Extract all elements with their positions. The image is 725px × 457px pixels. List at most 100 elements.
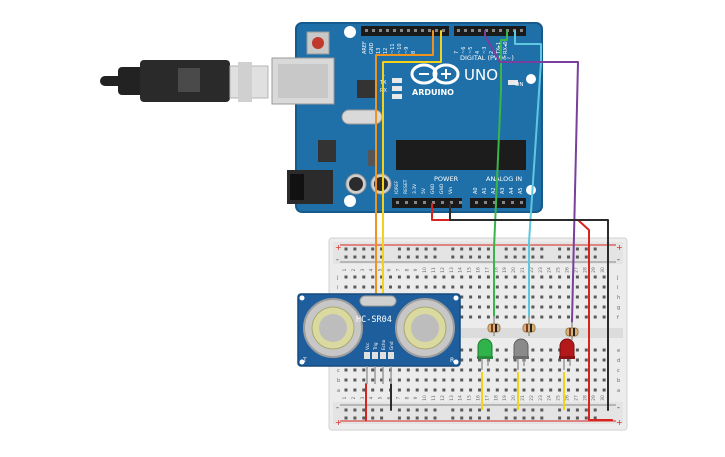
row-letter: e [617,348,620,354]
column-number: 8 [404,396,410,399]
column-number: 26 [565,395,571,401]
column-number: 29 [591,395,597,401]
wire-cyan-led [514,30,542,317]
arduino-uno-board: ARDUINO UNO DIGITAL (PWM~) ANALOG IN POW… [271,22,543,213]
column-number: 1 [342,268,348,271]
column-number: 6 [387,396,393,399]
digital-pin-label: 7 [454,51,460,54]
column-number: 20 [511,267,517,273]
column-number: 1 [342,396,348,399]
column-number: 27 [573,267,579,273]
analog-header [470,198,526,208]
digital-pin-label: GND [369,42,375,54]
column-number: 3 [360,268,366,271]
row-letter: j [616,275,618,281]
rail-minus-top-left: - [336,255,339,264]
column-number: 13 [449,267,455,273]
column-number: 5 [378,396,384,399]
power-header [392,198,462,208]
column-number: 22 [529,267,535,273]
rail-minus-top-right: - [617,255,620,264]
column-number: 29 [591,267,597,273]
column-number: 28 [582,267,588,273]
digital-pin-label: 2 [489,51,495,54]
column-number: 11 [431,267,437,273]
column-number: 22 [529,395,535,401]
column-number: 25 [556,267,562,273]
row-letter: g [617,305,620,311]
usb-cable [100,60,269,102]
column-number: 9 [413,396,419,399]
wire-black-gnd [449,203,609,411]
row-letter: j [336,275,338,281]
analog-header-label: ANALOG IN [486,175,522,183]
column-number: 23 [538,267,544,273]
resistor-green [487,323,501,333]
sensor-left-mark: T [302,357,307,364]
rail-minus-bottom-left: - [336,403,339,412]
digital-pin-label: TX▸1 [496,42,502,55]
digital-pin-label: ~9 [404,47,410,54]
column-number: 17 [484,395,490,401]
power-pin-label: GND [439,183,445,194]
column-number: 4 [369,396,375,399]
resistor-red [565,327,579,337]
digital-header-right [454,26,526,36]
transmitter-icon [303,298,363,358]
sensor-pin-label: Echo [381,339,386,350]
column-number: 15 [467,395,473,401]
column-number: 25 [556,395,562,401]
wires [365,30,613,421]
analog-pin-label: A4 [509,187,515,194]
column-number: 19 [502,395,508,401]
sensor-right-mark: R [450,357,454,364]
column-number: 21 [520,395,526,401]
power-pin-label: RESET [403,179,409,194]
column-number: 4 [369,268,375,271]
column-number: 2 [351,396,357,399]
row-letter: i [337,285,338,291]
led-circuit-green [477,316,501,410]
column-number: 17 [484,267,490,273]
digital-header-label: DIGITAL (PWM~) [460,54,514,62]
analog-pin-label: A5 [518,187,524,194]
analog-pin-label: A3 [500,187,506,194]
row-letter: h [617,295,620,301]
digital-pin-label: ~3 [482,47,488,54]
column-number: 24 [547,267,553,273]
sensor-label: HC-SR04 [356,315,392,325]
row-letter: a [617,388,620,394]
column-number: 7 [395,268,401,271]
digital-pin-label: ~6 [461,47,467,54]
digital-pin-label: 13 [376,48,382,54]
arduino-logo-icon [410,63,460,85]
rail-plus-top-right: + [616,243,623,252]
column-number: 10 [422,395,428,401]
sensor-pins [364,352,394,384]
row-letter: b [617,378,620,384]
column-number: 5 [378,268,384,271]
digital-pin-label: AREF [362,41,368,54]
column-number: 13 [449,395,455,401]
arduino-model-text: UNO [464,66,498,84]
digital-pin-label: ~5 [468,47,474,54]
column-number: 26 [565,267,571,273]
wire-orange-trig [375,30,434,301]
on-led-label: ON [515,82,523,88]
column-number: 14 [458,267,464,273]
column-number: 2 [351,268,357,271]
digital-pin-label: ~11 [390,43,396,54]
column-number: 8 [404,268,410,271]
arduino-logo-text: ARDUINO [412,88,454,97]
rail-plus-bottom-right: + [616,418,623,427]
column-number: 20 [511,395,517,401]
wire-purple-led [484,30,579,323]
rail-minus-bottom-right: - [617,403,620,412]
led-circuit-red [559,322,579,410]
column-number: 28 [582,395,588,401]
column-number: 18 [493,267,499,273]
